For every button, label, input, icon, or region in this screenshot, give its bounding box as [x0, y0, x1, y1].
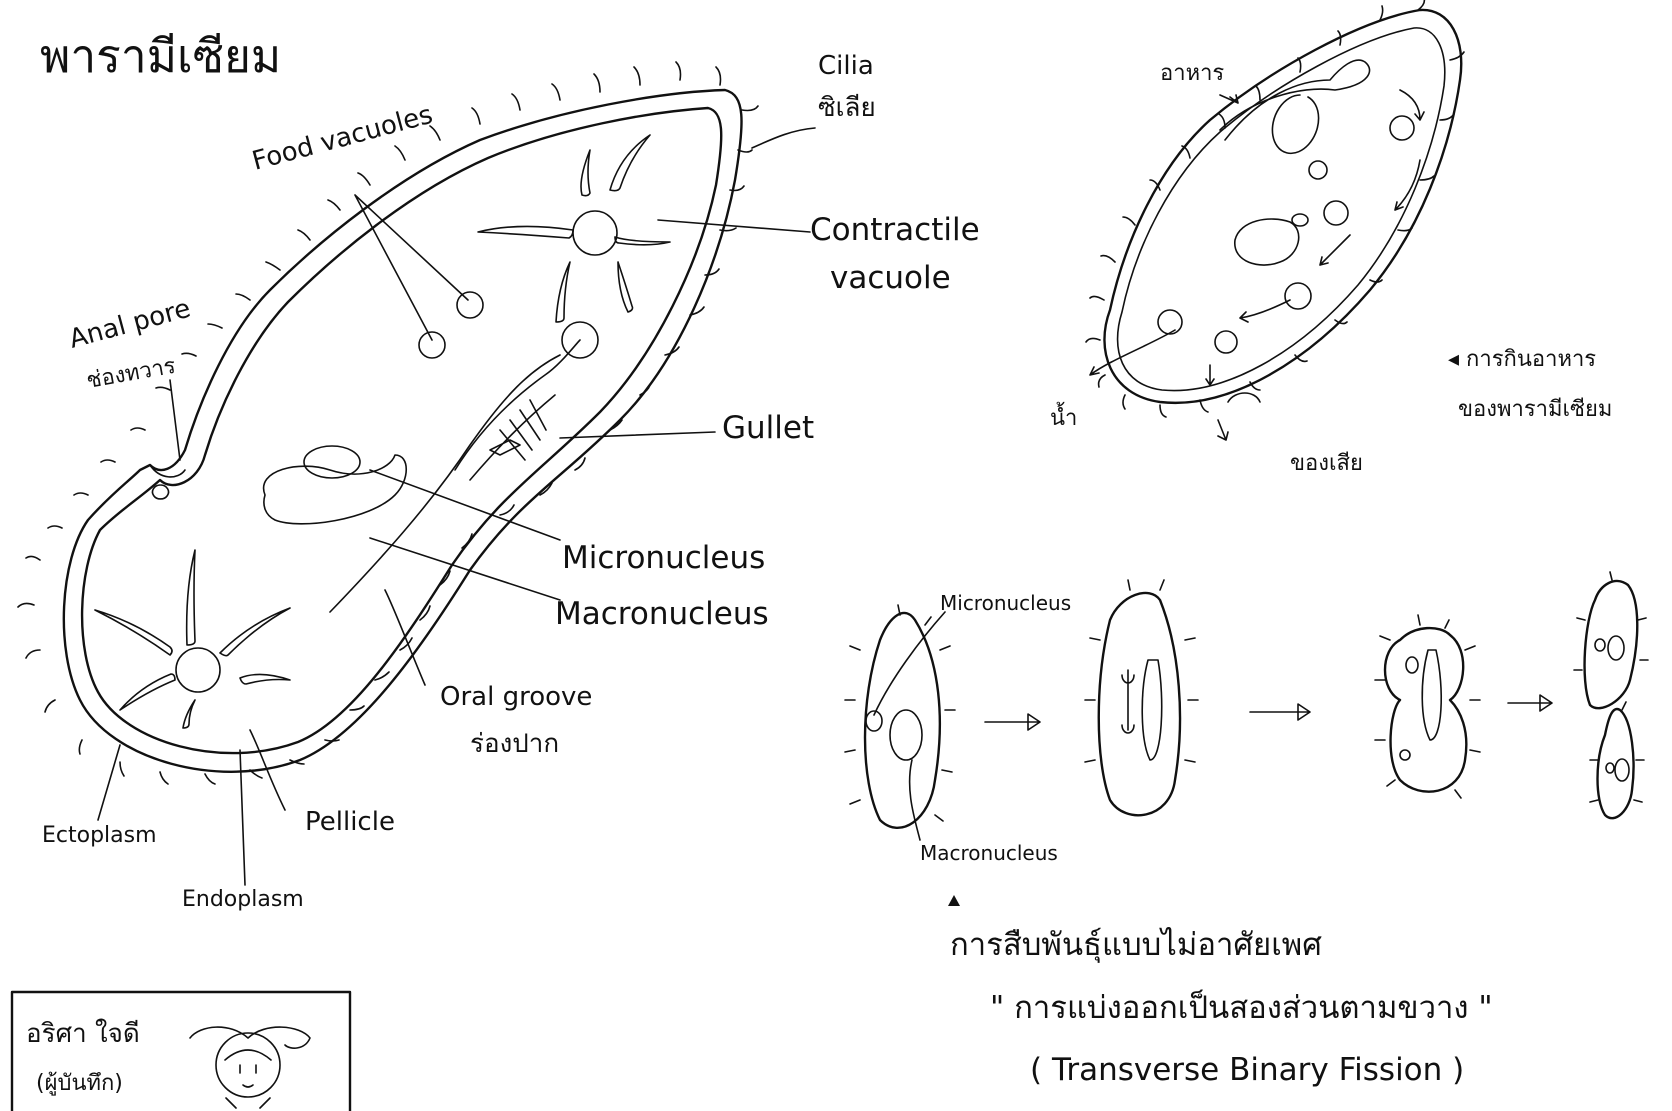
main-cilia-fringe	[18, 62, 758, 784]
fission-arrow-1	[985, 714, 1040, 730]
label-cilia-en: Cilia	[818, 51, 874, 81]
fission-stage-4	[1574, 572, 1648, 818]
fission-caption-2: " การแบ่งออกเป็นสองส่วนตามขวาง "	[990, 989, 1493, 1026]
page-title: พารามีเซียม	[40, 29, 281, 83]
gullet	[455, 340, 580, 480]
label-micronucleus: Micronucleus	[562, 540, 765, 576]
upper-contractile-vacuole	[478, 135, 670, 322]
anal-pore	[150, 465, 185, 499]
fission-arrow-2	[1250, 704, 1310, 720]
label-ectoplasm: Ectoplasm	[42, 823, 157, 848]
feeding-label-water: น้ำ	[1050, 402, 1077, 431]
label-vacuole: vacuole	[830, 260, 951, 296]
food-vacuole-2	[419, 332, 445, 358]
feeding-label-food: อาหาร	[1160, 61, 1224, 86]
food-vacuole-1	[457, 292, 483, 318]
feeding-label-waste: ของเสีย	[1290, 451, 1363, 476]
main-labels: Cilia ซิเลีย Food vacuoles Contractile v…	[42, 51, 980, 912]
author-doodle-face	[190, 1027, 310, 1108]
main-macronucleus	[264, 455, 407, 524]
feeding-vacuole-3	[1285, 283, 1311, 309]
fission-sequence: Micronucleus Macronucleus	[845, 572, 1648, 865]
label-gullet: Gullet	[722, 410, 814, 446]
label-macronucleus: Macronucleus	[555, 596, 769, 632]
main-ectoplasm-line	[82, 108, 721, 753]
fission-caption-3: ( Transverse Binary Fission )	[1030, 1052, 1464, 1088]
fission-label-macronucleus: Macronucleus	[920, 841, 1058, 865]
fission-arrow-3	[1508, 695, 1552, 711]
feeding-cilia	[1086, 0, 1464, 417]
label-endoplasm: Endoplasm	[182, 887, 304, 912]
feeding-micronucleus	[1292, 214, 1308, 226]
feeding-gullet	[1220, 60, 1370, 153]
feeding-macronucleus	[1235, 219, 1299, 265]
label-food-vacuoles: Food vacuoles	[249, 100, 436, 177]
oral-groove	[330, 355, 560, 612]
label-pellicle: Pellicle	[305, 807, 395, 837]
author-role: (ผู้บันทึก)	[36, 1071, 123, 1096]
label-oral-groove-en: Oral groove	[440, 682, 592, 712]
main-paramecium	[18, 62, 815, 885]
label-contractile: Contractile	[810, 212, 980, 248]
label-oral-groove-th: ร่องปาก	[470, 729, 559, 759]
fission-stage-1	[845, 605, 955, 840]
feeding-contractile-2	[1158, 310, 1182, 334]
main-pellicle-outline	[64, 90, 742, 772]
author-box: อริศา ใจดี (ผู้บันทึก)	[12, 992, 350, 1111]
feeding-vacuole-4	[1215, 331, 1237, 353]
feeding-anal-pore	[1228, 393, 1260, 402]
feeding-contractile-1	[1309, 161, 1327, 179]
feeding-caption-1: ◂ การกินอาหาร	[1448, 347, 1596, 372]
main-micronucleus	[304, 446, 360, 478]
caption-pointer-triangle	[948, 895, 960, 906]
feeding-vacuole-2	[1324, 201, 1348, 225]
label-anal-pore-en: Anal pore	[66, 294, 194, 355]
feeding-diagram: อาหาร น้ำ ของเสีย ◂ การกินอาหาร ของพาราม…	[1050, 0, 1612, 476]
author-name: อริศา ใจดี	[26, 1019, 140, 1049]
label-cilia-th: ซิเลีย	[818, 93, 876, 123]
feeding-vacuole-1	[1390, 116, 1414, 140]
fission-label-micronucleus: Micronucleus	[940, 591, 1071, 615]
lower-contractile-vacuole	[95, 550, 290, 728]
feeding-caption-2: ของพารามีเซียม	[1458, 397, 1612, 422]
fission-caption-1: การสืบพันธุ์แบบไม่อาศัยเพศ	[950, 927, 1322, 964]
fission-stage-3	[1375, 615, 1480, 798]
fission-stage-2	[1085, 580, 1198, 815]
